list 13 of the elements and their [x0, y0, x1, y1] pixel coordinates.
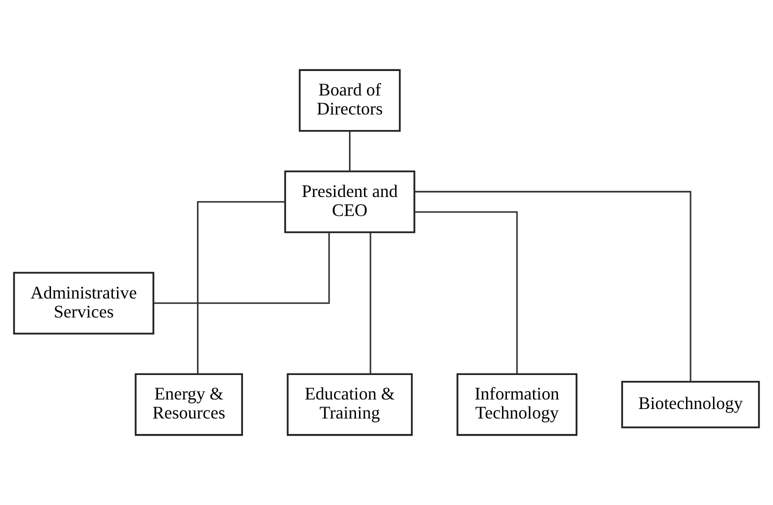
connector	[370, 232, 372, 374]
node-box: Administrative Services	[13, 272, 154, 334]
node-box: Board of Directors	[298, 69, 401, 132]
node-box: Education & Training	[286, 373, 413, 436]
node-box: Energy & Resources	[134, 373, 243, 436]
connector	[414, 190, 692, 382]
node-box: Biotechnology	[621, 380, 760, 428]
connector	[414, 211, 518, 374]
node-box: President and CEO	[284, 170, 416, 234]
connector	[349, 130, 351, 172]
connector	[154, 232, 330, 304]
connector	[196, 201, 285, 374]
node-box: Information Technology	[456, 373, 578, 436]
